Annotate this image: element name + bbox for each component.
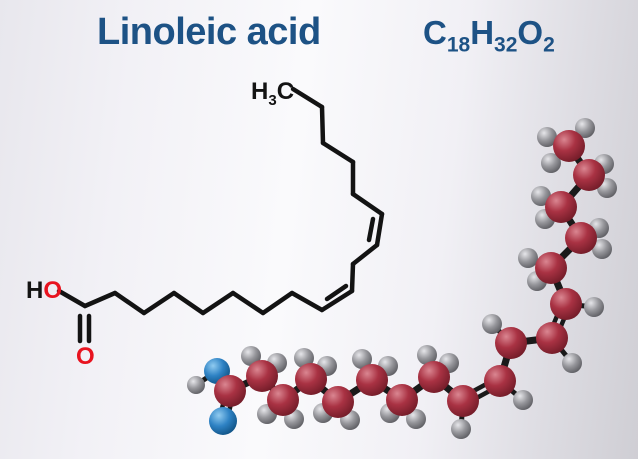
skeletal-bond bbox=[230, 290, 266, 316]
skeletal-bond bbox=[289, 290, 325, 313]
atom-carbon bbox=[295, 363, 327, 395]
atom-hydrogen bbox=[531, 186, 551, 206]
atom-hydrogen bbox=[518, 248, 538, 268]
atom-hydrogen bbox=[575, 118, 595, 138]
atom-carbon bbox=[553, 130, 585, 162]
formula-part: 18 bbox=[446, 33, 471, 57]
methyl-group-label: H3C bbox=[251, 78, 294, 109]
atom-hydrogen bbox=[562, 353, 582, 373]
atom-carbon bbox=[535, 252, 567, 284]
atom-oxygen bbox=[209, 407, 237, 435]
atom-carbon bbox=[545, 191, 577, 223]
atom-hydrogen bbox=[417, 345, 437, 365]
atom-hydrogen bbox=[352, 349, 372, 369]
atom-hydrogen bbox=[537, 127, 557, 147]
atom-carbon bbox=[267, 384, 299, 416]
skeletal-bond bbox=[260, 290, 295, 316]
atom-carbon bbox=[495, 327, 527, 359]
atom-hydrogen bbox=[241, 346, 261, 366]
atom-hydrogen bbox=[451, 419, 471, 439]
skeletal-bond bbox=[82, 290, 118, 309]
skeletal-bond bbox=[350, 242, 380, 267]
skeletal-bond bbox=[319, 288, 355, 313]
formula-part: C bbox=[423, 14, 447, 51]
atom-hydrogen bbox=[541, 153, 561, 173]
skeletal-bond bbox=[200, 290, 236, 316]
skeletal-bond bbox=[374, 211, 385, 248]
ball-stick-model bbox=[187, 118, 617, 439]
skeletal-bond bbox=[320, 140, 356, 165]
atom-carbon bbox=[447, 385, 479, 417]
carbonyl-oxygen-label: O bbox=[76, 343, 95, 370]
skeletal-double-bond bbox=[366, 216, 376, 243]
atom-hydrogen bbox=[406, 409, 426, 429]
skeletal-bond bbox=[319, 104, 326, 146]
atom-carbon bbox=[418, 361, 450, 393]
skeletal-bond bbox=[56, 288, 88, 309]
chemical-formula: C18H32O2 bbox=[423, 14, 555, 56]
atom-hydrogen bbox=[513, 390, 533, 410]
skeletal-bond bbox=[141, 290, 177, 316]
atom-hydrogen bbox=[592, 239, 612, 259]
atom-hydrogen bbox=[482, 314, 502, 334]
atom-carbon bbox=[356, 364, 388, 396]
atom-carbon bbox=[386, 384, 418, 416]
page-title: Linoleic acid bbox=[97, 11, 321, 53]
skeletal-bond bbox=[171, 290, 206, 316]
atom-carbon bbox=[322, 386, 354, 418]
hydroxyl-group-label: HO bbox=[26, 277, 62, 304]
formula-part: O bbox=[517, 14, 544, 51]
skeletal-bond bbox=[349, 261, 356, 294]
atom-carbon bbox=[536, 322, 568, 354]
atom-carbon bbox=[573, 159, 605, 191]
skeletal-bond bbox=[290, 86, 325, 110]
formula-part: 32 bbox=[494, 33, 518, 57]
atom-carbon bbox=[214, 375, 246, 407]
atom-carbon bbox=[484, 365, 516, 397]
atom-hydrogen bbox=[584, 297, 604, 317]
atom-carbon bbox=[246, 360, 278, 392]
atom-hydrogen bbox=[294, 348, 314, 368]
formula-part: 2 bbox=[543, 33, 555, 57]
skeletal-bond bbox=[112, 290, 147, 316]
atom-hydrogen bbox=[187, 376, 205, 394]
atom-carbon bbox=[550, 288, 582, 320]
skeletal-bond bbox=[350, 191, 385, 217]
skeletal-double-bond bbox=[324, 283, 349, 302]
formula-part: H bbox=[470, 14, 495, 51]
atom-carbon bbox=[565, 222, 597, 254]
skeletal-formula-diagram: H3C HO O bbox=[26, 78, 385, 370]
